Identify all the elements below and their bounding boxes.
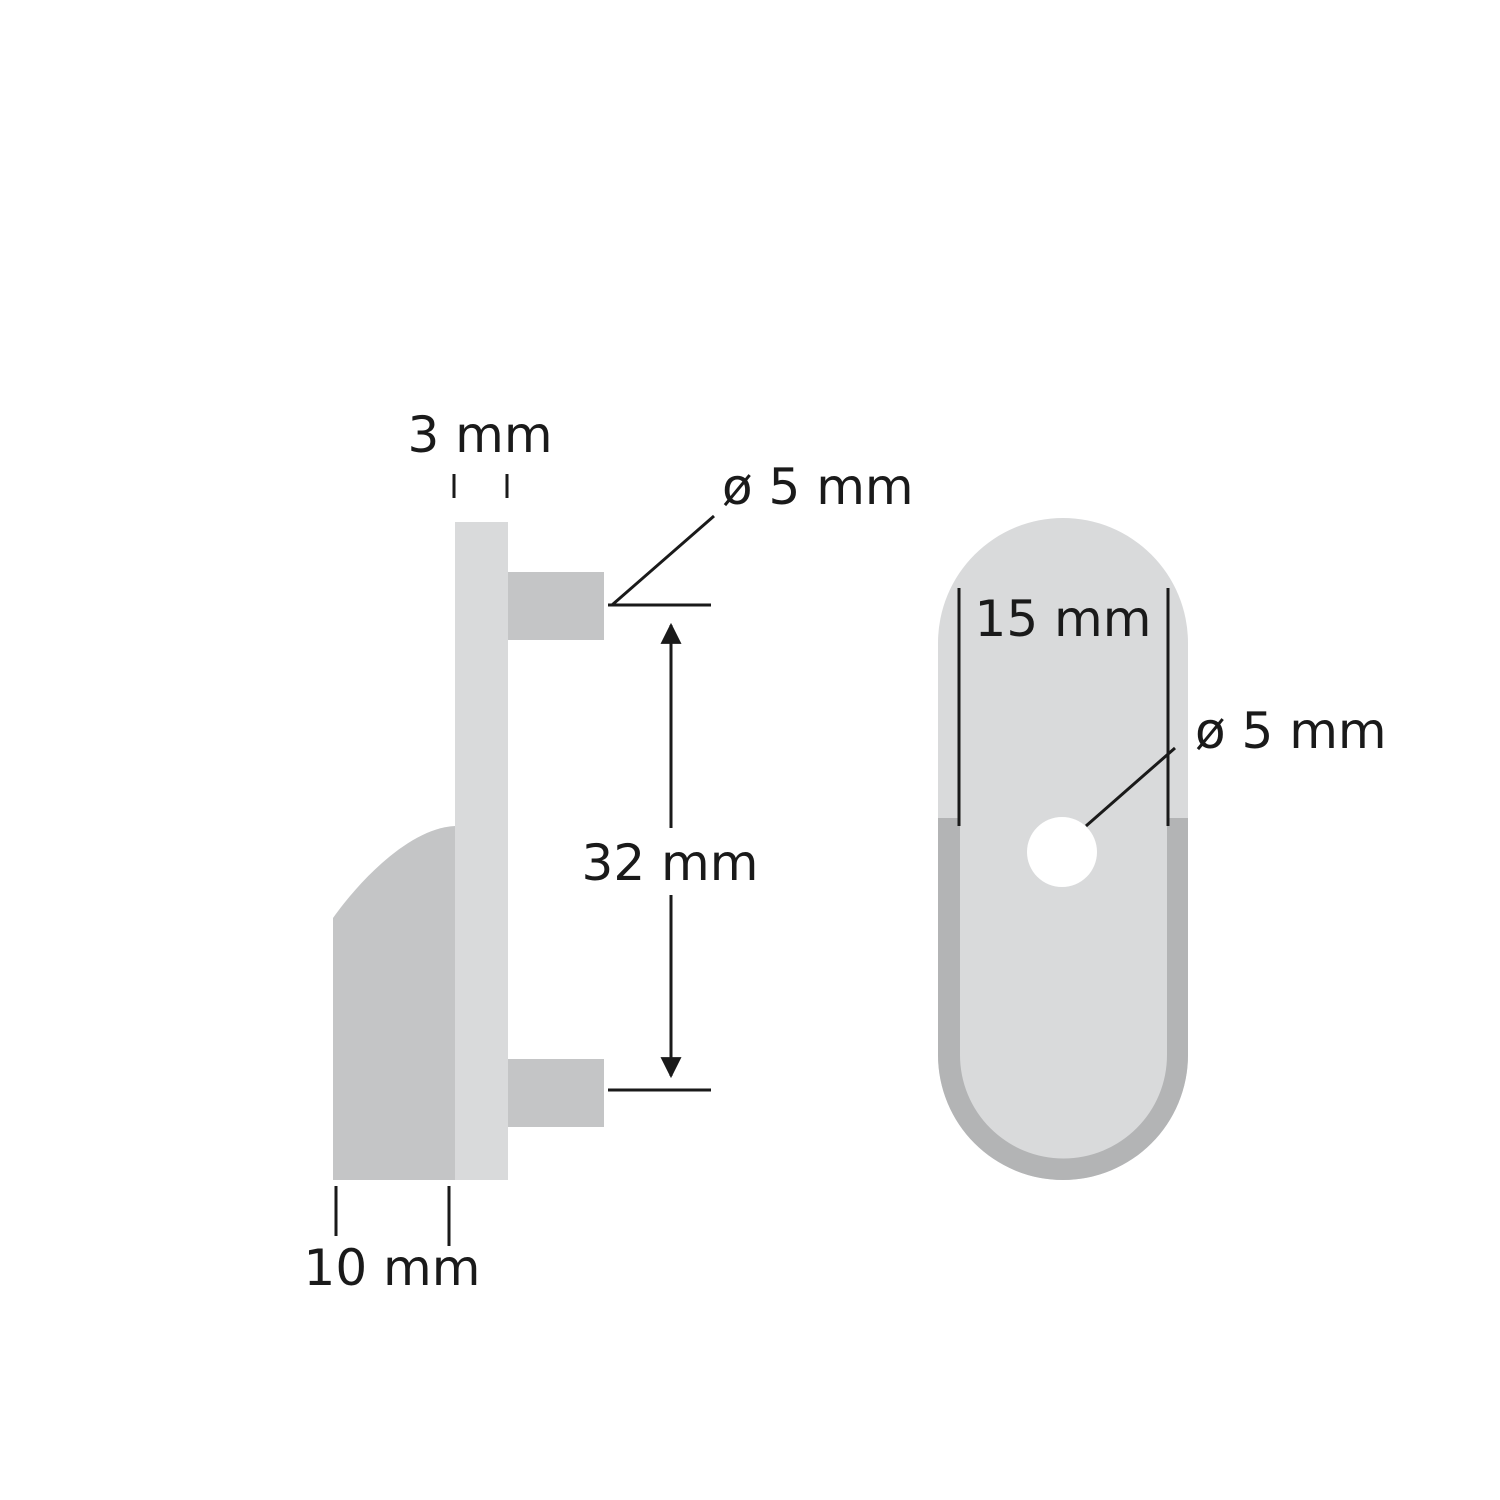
hole-diameter-leader (1085, 746, 1176, 828)
plate-thickness-label: 3 mm (407, 406, 552, 464)
hook-body (333, 826, 455, 1180)
front-view: 15 mm ø 5 mm (938, 518, 1387, 1180)
mounting-hole (1027, 817, 1097, 887)
inner-face (960, 818, 1167, 1159)
width-label: 15 mm (975, 590, 1152, 648)
back-plate (455, 522, 508, 1180)
side-view: 3 mm ø 5 mm 32 mm 10 mm (304, 406, 914, 1297)
pin-diameter-leader (611, 514, 715, 607)
pin-diameter-label: ø 5 mm (722, 458, 914, 516)
lower-pin (508, 1059, 604, 1127)
hook-depth-label: 10 mm (304, 1239, 481, 1297)
hole-diameter-label: ø 5 mm (1195, 702, 1387, 760)
upper-pin (508, 572, 604, 640)
pin-spacing-label: 32 mm (582, 834, 759, 892)
